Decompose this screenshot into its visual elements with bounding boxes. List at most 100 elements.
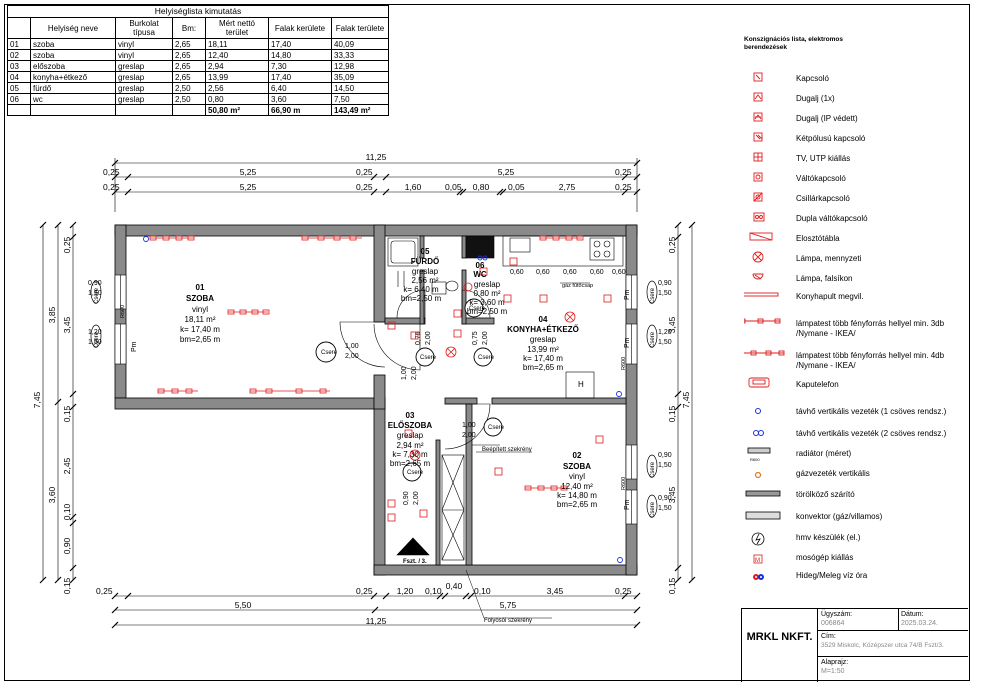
svg-text:1,20: 1,20: [397, 586, 414, 596]
svg-text:0,15: 0,15: [62, 577, 72, 594]
svg-text:0,90: 0,90: [403, 491, 410, 505]
plan-label: Alaprajz:: [821, 659, 849, 666]
svg-text:01: 01: [196, 283, 205, 292]
firm-name: MRKL NKFT.: [742, 609, 818, 682]
room-table-header: Helyiség neve Burkolat típusa Bm: Mért n…: [7, 17, 389, 39]
address-label: Cím:: [821, 633, 836, 640]
legend-item-lamp-strip-3: lámpatest több fényforrás hellyel min. 3…: [796, 319, 945, 338]
svg-text:5,75: 5,75: [500, 600, 517, 610]
heating-symbols: [143, 236, 623, 563]
svg-text:0,25: 0,25: [615, 167, 632, 177]
svg-text:Csere: Csere: [321, 350, 338, 356]
svg-text:Beépített szekrény: Beépített szekrény: [482, 447, 532, 453]
svg-text:0,60: 0,60: [563, 269, 577, 276]
svg-text:Csere: Csere: [650, 501, 656, 518]
svg-text:05: 05: [421, 247, 430, 256]
ceiling-lamp-icon: [752, 251, 764, 263]
svg-text:bm=2,65 m: bm=2,65 m: [180, 335, 221, 344]
title-block: MRKL NKFT. Ügyszám: 006864 Dátum: 2025.0…: [741, 608, 968, 682]
svg-text:greslap: greslap: [474, 280, 501, 289]
svg-text:Csere: Csere: [650, 461, 656, 478]
svg-text:7,45: 7,45: [681, 391, 691, 408]
svg-text:Pm: Pm: [624, 499, 631, 510]
legend-item-alternating-switch: Váltókapcsoló: [796, 174, 846, 183]
svg-text:R600: R600: [621, 357, 627, 370]
svg-text:0,05: 0,05: [445, 182, 462, 192]
svg-text:bm=2,50 m: bm=2,50 m: [467, 307, 508, 316]
legend-item-tv-utp: TV, UTP kiállás: [796, 154, 851, 163]
svg-text:3,45: 3,45: [667, 486, 677, 503]
legend-item-convector: konvektor (gáz/villamos): [796, 512, 883, 521]
bathtub: [387, 237, 419, 267]
svg-text:0,10: 0,10: [425, 586, 442, 596]
wc-shaft: [465, 235, 495, 259]
case-number: 006864: [821, 620, 845, 627]
socket-icon: [753, 92, 763, 102]
legend-title: Konszignációs lista, elektromos berendez…: [744, 36, 843, 51]
legend-item-double-switch: Kétpólusú kapcsoló: [796, 134, 866, 143]
svg-text:0,10: 0,10: [62, 503, 72, 520]
svg-text:2,00: 2,00: [345, 353, 359, 360]
svg-text:k= 7,30 m: k= 7,30 m: [392, 450, 428, 459]
double-alternating-switch-icon: [753, 212, 765, 222]
svg-text:5,25: 5,25: [240, 182, 257, 192]
svg-text:1,50: 1,50: [658, 462, 672, 469]
svg-text:1,60: 1,60: [405, 182, 422, 192]
svg-text:3,85: 3,85: [47, 306, 57, 323]
washing-machine-icon: M: [753, 554, 763, 564]
legend-item-water-heater: hmv készülék (el.): [796, 533, 861, 542]
opening-labels: 0,901,50 1,201,50 0,901,50 1,201,50 0,90…: [88, 269, 672, 624]
legend-item-gas-riser: gázvezeték vertikális: [796, 469, 870, 478]
svg-text:18,11 m²: 18,11 m²: [185, 315, 216, 324]
svg-text:0,05: 0,05: [508, 182, 525, 192]
svg-text:greslap: greslap: [397, 431, 424, 440]
svg-text:3,45: 3,45: [547, 586, 564, 596]
svg-text:R600: R600: [750, 457, 760, 462]
svg-text:0,60: 0,60: [510, 269, 524, 276]
svg-text:0,25: 0,25: [615, 586, 632, 596]
svg-text:3,45: 3,45: [62, 316, 72, 333]
svg-text:k= 3,60 m: k= 3,60 m: [469, 298, 505, 307]
svg-text:KONYHA+ÉTKEZŐ: KONYHA+ÉTKEZŐ: [507, 325, 579, 334]
lamp-strip-icon: [227, 309, 270, 315]
svg-text:12,40 m²: 12,40 m²: [561, 482, 593, 491]
doors: [339, 289, 500, 450]
heating-riser-1-icon: [755, 408, 761, 414]
svg-text:SZOBA: SZOBA: [186, 294, 214, 303]
svg-text:Csere: Csere: [650, 331, 656, 348]
legend-item-switch: Kapcsoló: [796, 74, 829, 83]
entrance-marker: [396, 537, 430, 556]
svg-text:0,90: 0,90: [88, 280, 102, 287]
svg-text:5,25: 5,25: [240, 167, 257, 177]
wall-lamp-icon: [752, 273, 764, 280]
svg-text:bm=2,65 m: bm=2,65 m: [523, 363, 564, 372]
svg-text:Fszt. / 3.: Fszt. / 3.: [403, 559, 427, 565]
windows: [114, 274, 638, 525]
svg-text:1,00: 1,00: [345, 343, 359, 350]
door-tag-labels: Csere Csere Csere Csere Csere Csere Cser…: [94, 287, 656, 518]
room-schedule-table: Helyiséglista kimutatás Helyiség neve Bu…: [7, 5, 389, 116]
lamp-strip-icon: [157, 388, 198, 394]
date-value: 2025.03.24.: [901, 620, 938, 627]
svg-text:Folyosói szekrény: Folyosói szekrény: [484, 618, 532, 624]
svg-text:0,80: 0,80: [473, 182, 490, 192]
fixtures: H: [387, 235, 624, 561]
lamp-strip-icon: [149, 235, 195, 241]
svg-text:0,25: 0,25: [667, 236, 677, 253]
electrical-symbols: [149, 235, 612, 522]
legend-item-lamp-strip-4: lámpatest több fényforrás hellyel min. 4…: [796, 351, 945, 370]
svg-text:0,15: 0,15: [62, 405, 72, 422]
svg-text:06: 06: [476, 261, 485, 270]
svg-text:2,56 m²: 2,56 m²: [411, 276, 438, 285]
towel-dryer-icon: [745, 490, 781, 497]
